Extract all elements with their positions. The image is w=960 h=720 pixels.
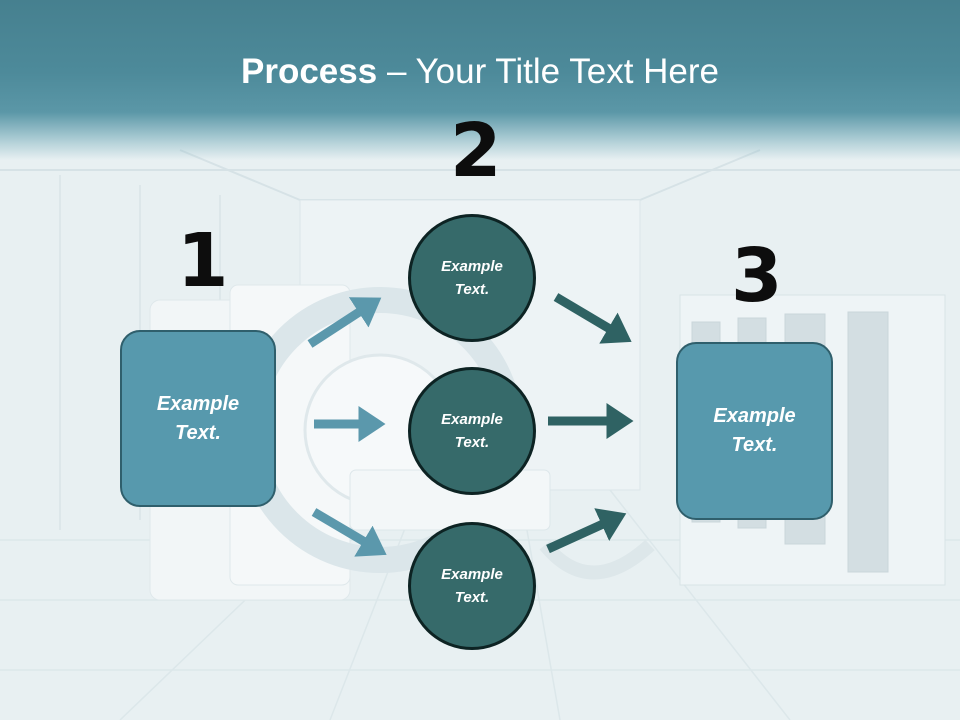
- title-rest: – Your Title Text Here: [377, 52, 719, 91]
- step3-box-label: Example Text.: [713, 405, 796, 456]
- step-number-3: 3: [731, 233, 783, 319]
- step1-box: Example Text.: [120, 330, 276, 507]
- step-number-2: 2: [450, 108, 502, 194]
- step2-circle-middle: Example Text.: [408, 367, 536, 495]
- arrow-to-top-circle: [307, 297, 382, 348]
- step2-circle-top: Example Text.: [408, 214, 536, 342]
- title-bold: Process: [241, 52, 378, 91]
- step-number-1: 1: [177, 218, 229, 304]
- arrow-to-bottom-circle: [311, 508, 387, 557]
- arrow-from-bottom-circle: [546, 508, 627, 554]
- step1-box-label: Example Text.: [156, 392, 240, 444]
- arrow-from-top-circle: [553, 293, 632, 344]
- circle-middle-label: Example Text.: [441, 411, 503, 451]
- step3-box: Example Text.: [676, 342, 833, 520]
- page-title: Process – Your Title Text Here: [0, 52, 960, 92]
- title-band: [0, 0, 960, 160]
- step2-circle-bottom: Example Text.: [408, 522, 536, 650]
- circle-top-label: Example Text.: [441, 258, 503, 298]
- circle-bottom-label: Example Text.: [441, 566, 503, 606]
